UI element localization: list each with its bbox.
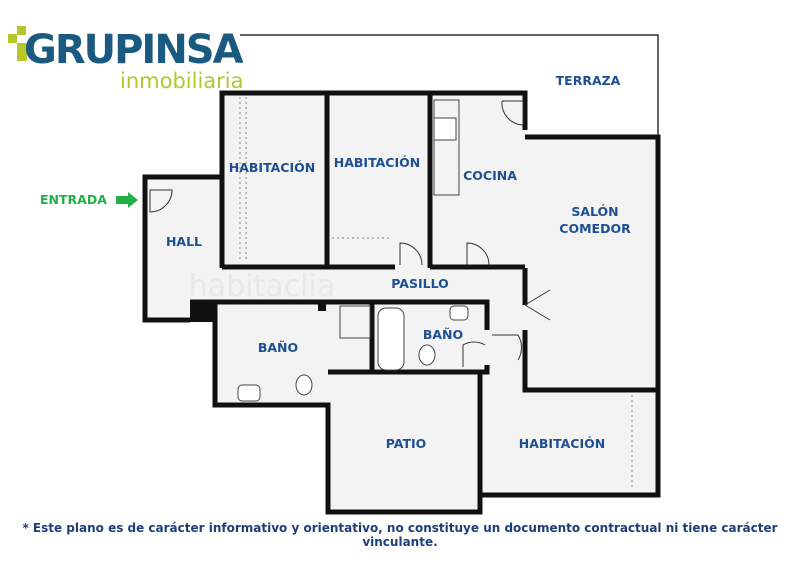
kitchen-sink-icon [433,117,457,141]
room-cocina: COCINA [463,168,517,183]
fixtures [237,99,469,402]
room-habitacion-3: HABITACIÓN [519,436,605,451]
room-habitacion-1: HABITACIÓN [229,160,315,175]
disclaimer: * Este plano es de carácter informativo … [22,521,778,549]
doors [149,100,551,367]
entrance-label: ENTRADA [40,192,107,207]
watermark: habitaclia [189,269,335,304]
shower-icon [339,305,371,339]
logo: GRUPINSA inmobiliaria [8,26,246,93]
room-habitacion-2: HABITACIÓN [334,155,420,170]
room-patio: PATIO [386,436,427,451]
room-pasillo: PASILLO [391,276,448,291]
toilet-icon [295,374,313,396]
room-salon: SALÓN [571,204,618,219]
room-bano-2: BAÑO [423,327,463,342]
floor [145,93,658,512]
wall-column [318,302,326,311]
room-terraza: TERRAZA [556,73,621,88]
room-comedor: COMEDOR [559,221,631,236]
arrow-right-icon [116,192,138,208]
terrace-outline [240,34,659,135]
bathtub-icon [377,307,405,371]
logo-tagline: inmobiliaria [120,69,244,93]
logo-brand: GRUPINSA [24,27,244,73]
room-bano-1: BAÑO [258,340,298,355]
washbasin-icon [449,305,469,321]
kitchen-counter [433,99,460,196]
walls [142,90,661,515]
toilet-icon [418,344,436,366]
wardrobe-dotted [239,97,633,490]
washbasin-icon [237,384,261,402]
room-hall: HALL [166,234,202,249]
wall-column [190,300,215,322]
